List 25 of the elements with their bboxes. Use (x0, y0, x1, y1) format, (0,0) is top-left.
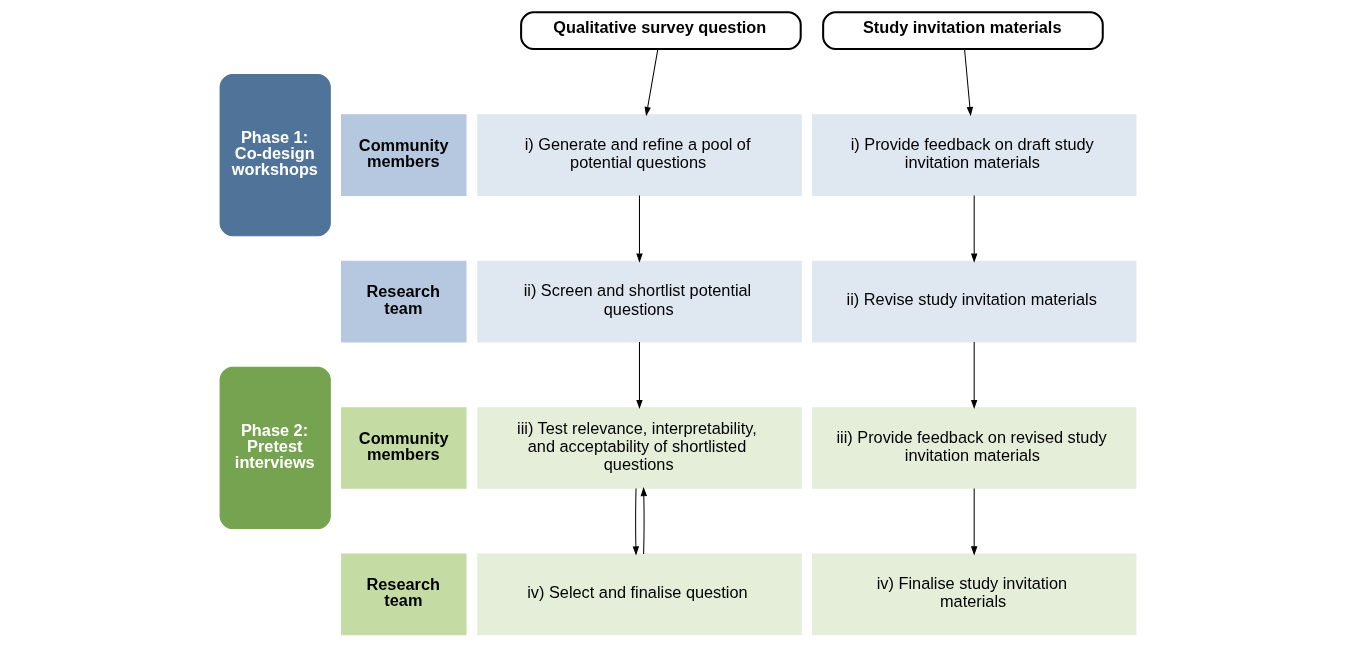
arrow (964, 48, 974, 117)
node-box: Research team (341, 553, 467, 636)
arrow (636, 341, 643, 410)
arrow (970, 341, 978, 410)
arrow (636, 195, 643, 263)
arrow (970, 195, 978, 263)
arrow (644, 48, 659, 117)
node-box: Phase 2: Pretest interviews (219, 366, 331, 530)
arrow (640, 486, 648, 555)
node-box: iii) Provide feedback on revised study invitation materials (811, 407, 1137, 489)
node-box: Community members (341, 114, 467, 196)
node-box: iv) Select and finalise question (477, 553, 802, 636)
node-box: Research team (341, 260, 467, 343)
node-box: i) Provide feedback on draft study invitation materials (811, 114, 1137, 196)
node-box: iii) Test relevance, interpretability, and acceptability of shortlisted questions (477, 407, 802, 489)
arrow (632, 487, 640, 556)
node-box: ii) Revise study invitation materials (811, 260, 1137, 343)
node-box: i) Generate and refine a pool of potential questions (477, 114, 802, 196)
node-box: iv) Finalise study invitation materials (811, 553, 1137, 636)
node-box: Qualitative survey question (520, 11, 802, 50)
node-box: Community members (341, 407, 467, 489)
node-box: Study invitation materials (822, 11, 1104, 50)
arrow (970, 487, 978, 556)
node-box: ii) Screen and shortlist potential questions (477, 260, 802, 343)
node-box: Phase 1: Co-design workshops (219, 74, 331, 237)
